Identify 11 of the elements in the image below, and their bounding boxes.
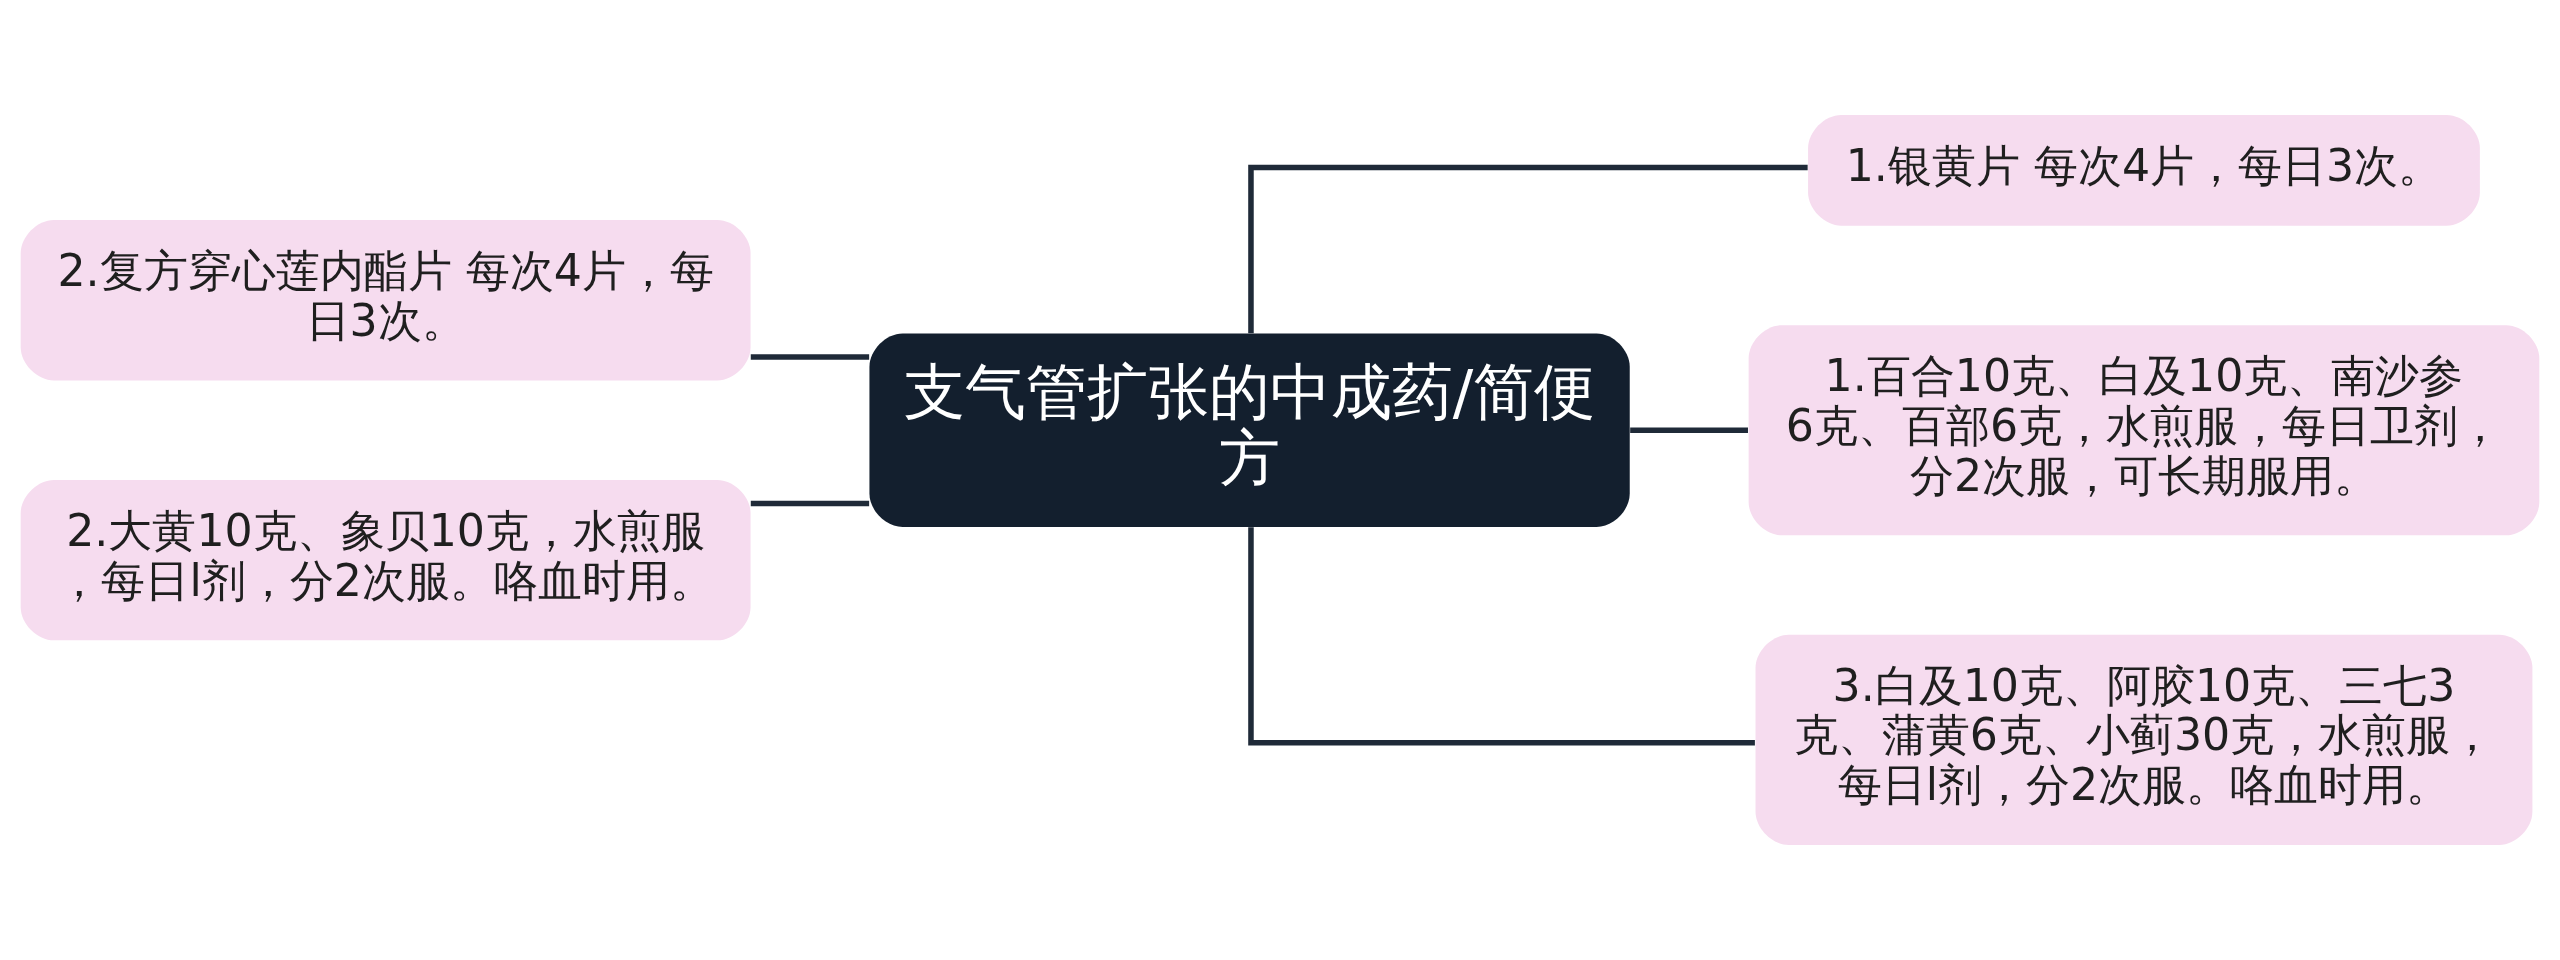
connector <box>750 500 870 507</box>
node-box: 1.百合10克、白及10克、南沙参6克、百部6克，水煎服，每日卫剂，分2次服，可长期服用。 <box>1748 325 2540 536</box>
connector <box>1248 164 1808 334</box>
node-box: 3.白及10克、阿胶10克、三七3克、蒲黄6克、小蓟30克，水煎服，每日l剂，分2次服。咯血时用。 <box>1755 634 2533 845</box>
node-box: 支气管扩张的中成药/简便方 <box>869 333 1630 527</box>
node-box: 2.复方穿心莲内酯片 每次4片，每日3次。 <box>20 220 751 381</box>
connector <box>750 354 870 360</box>
connector <box>1630 427 1748 433</box>
connector <box>1248 527 1755 746</box>
node-box: 2.大黄10克、象贝10克，水煎服，每日l剂，分2次服。咯血时用。 <box>20 480 751 641</box>
node-box: 1.银黄片 每次4片，每日3次。 <box>1808 115 2480 226</box>
